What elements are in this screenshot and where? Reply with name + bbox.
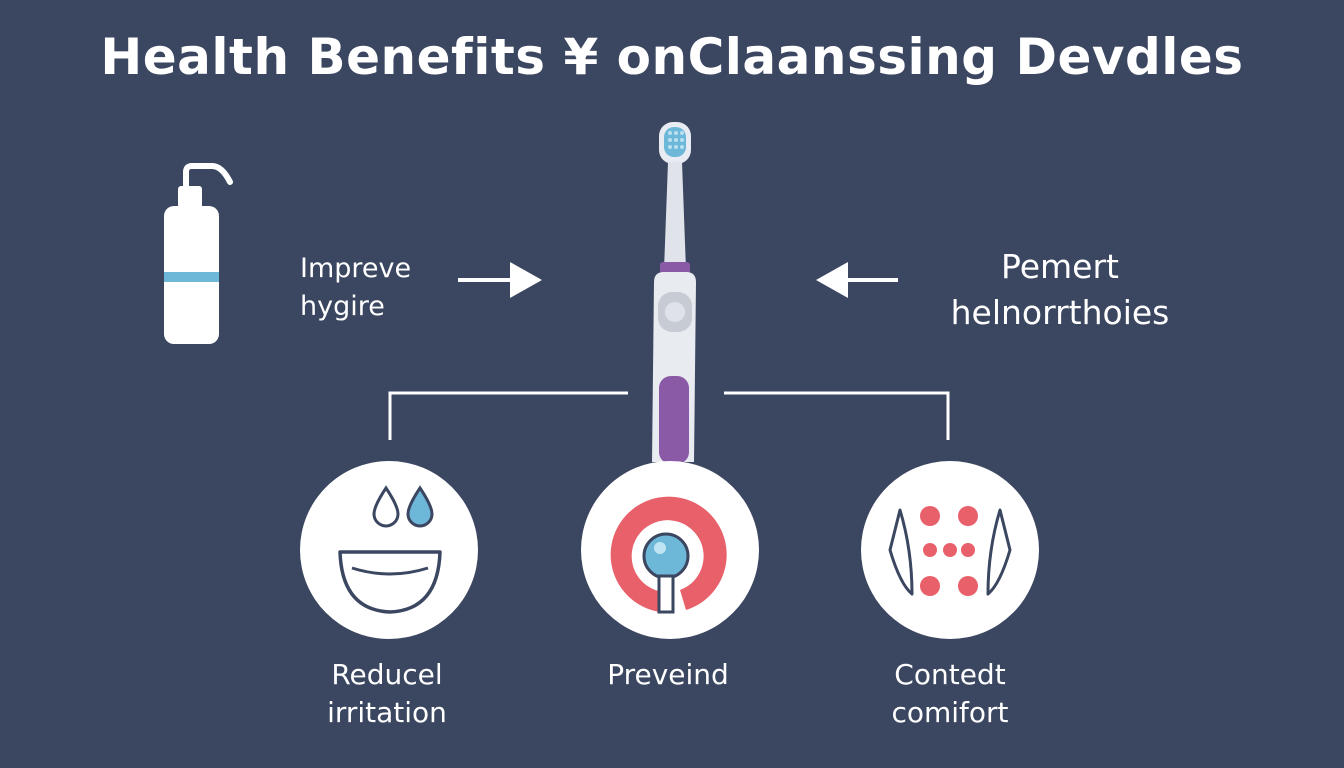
- dots-comfort-icon: [888, 506, 1012, 596]
- arrow-right-icon: [458, 262, 542, 298]
- page-title: Health Benefits ¥ onClaanssing Devdles: [100, 28, 1244, 86]
- left-label-line-1: Impreve: [300, 253, 412, 284]
- caption-prevent: Preveind: [548, 656, 788, 694]
- connector-lines: [388, 391, 950, 440]
- benefit-circle-comfort: [861, 461, 1039, 639]
- droplets-smile-icon: [338, 485, 442, 614]
- caption-2-line-1: Preveind: [607, 658, 729, 691]
- benefit-circle-prevent: [581, 461, 759, 639]
- caption-reduce-irritation: Reducel irritation: [267, 656, 507, 732]
- right-label-line-2: helnorrthoies: [950, 293, 1170, 332]
- pump-bottle-icon: [164, 163, 233, 344]
- right-label-line-1: Pemert: [1001, 247, 1119, 286]
- caption-comfort: Contedt comifort: [830, 656, 1070, 732]
- caption-1-line-1: Reducel: [331, 658, 443, 691]
- left-label-line-2: hygire: [300, 291, 385, 322]
- gum-shield-icon: [610, 496, 727, 614]
- right-benefit-label: Pemert helnorrthoies: [900, 244, 1220, 336]
- caption-1-line-2: irritation: [327, 696, 447, 729]
- caption-3-line-2: comifort: [891, 696, 1009, 729]
- left-benefit-label: Impreve hygire: [300, 250, 411, 326]
- caption-3-line-1: Contedt: [894, 658, 1006, 691]
- benefit-circle-reduce-irritation: [300, 461, 478, 639]
- arrow-left-icon: [816, 262, 898, 298]
- electric-toothbrush-icon: [652, 122, 696, 464]
